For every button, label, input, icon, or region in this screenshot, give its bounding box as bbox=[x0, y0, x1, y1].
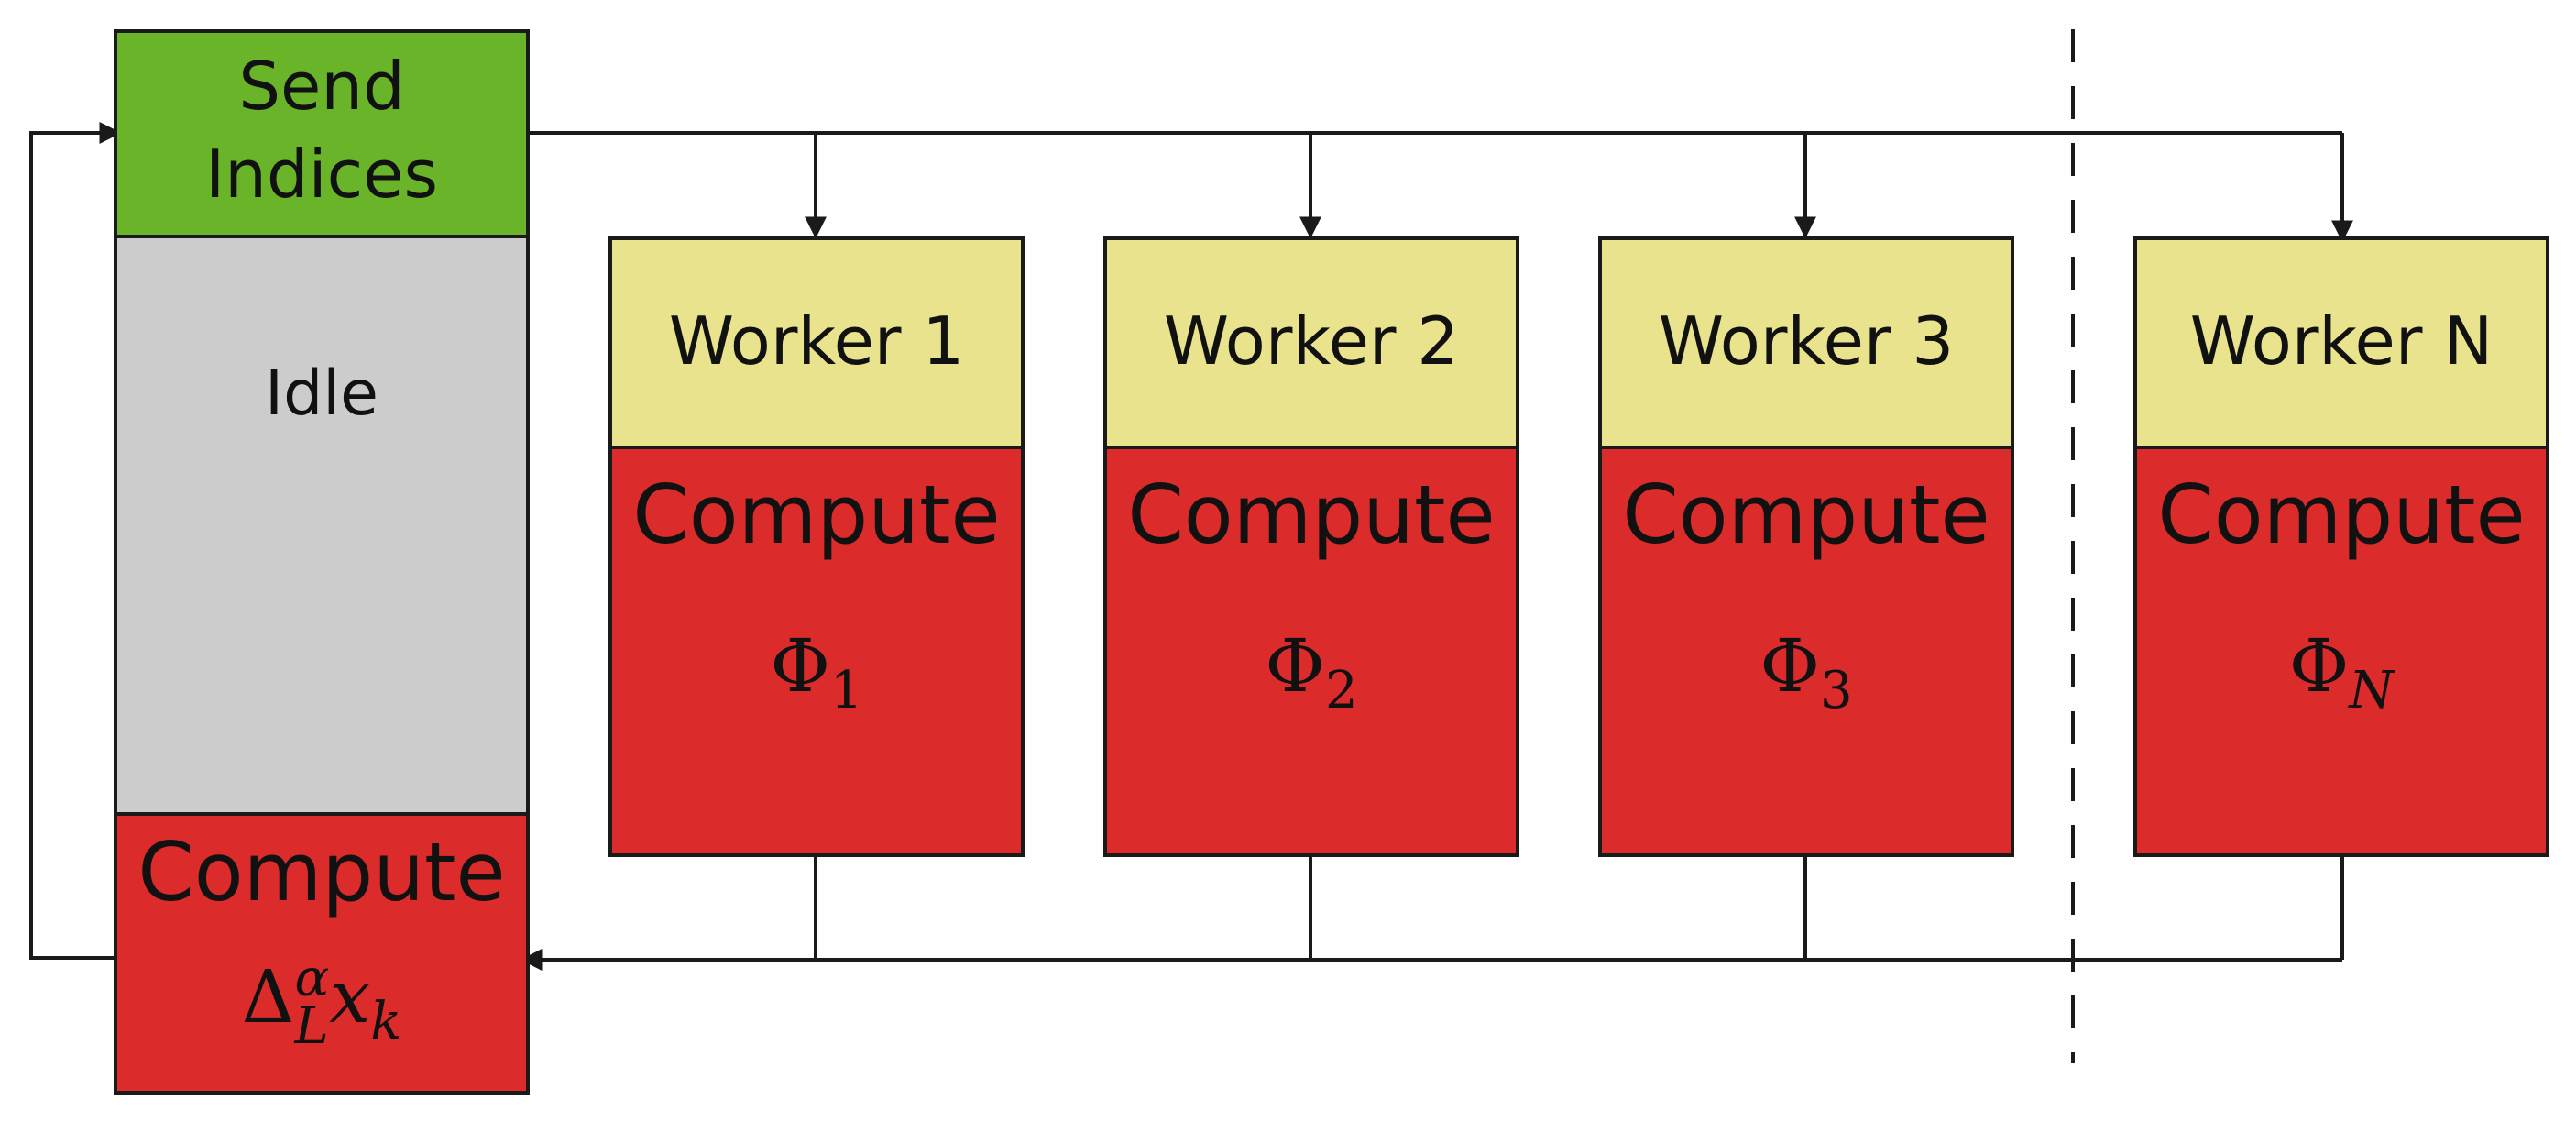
worker-3-compute-label: Compute bbox=[1622, 468, 1990, 562]
worker-n-compute-label: Compute bbox=[2157, 468, 2526, 562]
worker-3-header: Worker 3 bbox=[1598, 236, 2014, 449]
worker-2-compute-block: Compute Φ2 bbox=[1103, 446, 1519, 857]
worker-3-title: Worker 3 bbox=[1658, 302, 1955, 380]
worker-3-compute-block: Compute Φ3 bbox=[1598, 446, 2014, 857]
worker-n-header: Worker N bbox=[2133, 236, 2549, 449]
worker-n-title: Worker N bbox=[2189, 302, 2494, 380]
worker-1-title: Worker 1 bbox=[668, 302, 965, 380]
worker-1-phi: Φ1 bbox=[770, 623, 863, 720]
worker-3-phi: Φ3 bbox=[1759, 623, 1853, 720]
worker-2-header: Worker 2 bbox=[1103, 236, 1519, 449]
worker-2-title: Worker 2 bbox=[1163, 302, 1460, 380]
worker-n-phi: ΦN bbox=[2288, 623, 2395, 720]
send-indices-block: Send Indices bbox=[114, 29, 530, 238]
worker-1-compute-block: Compute Φ1 bbox=[608, 446, 1025, 857]
idle-label: Idle bbox=[265, 358, 378, 430]
worker-2-phi: Φ2 bbox=[1265, 623, 1358, 720]
worker-1-compute-label: Compute bbox=[632, 468, 1001, 562]
loop-back-line bbox=[29, 122, 122, 960]
worker-2-compute-label: Compute bbox=[1127, 468, 1496, 562]
worker-1-header: Worker 1 bbox=[608, 236, 1025, 449]
worker-n-compute-block: Compute ΦN bbox=[2133, 446, 2549, 857]
idle-block: Idle bbox=[114, 235, 530, 816]
coordinator-compute-label: Compute bbox=[137, 825, 506, 919]
send-indices-label: Send Indices bbox=[205, 48, 438, 213]
